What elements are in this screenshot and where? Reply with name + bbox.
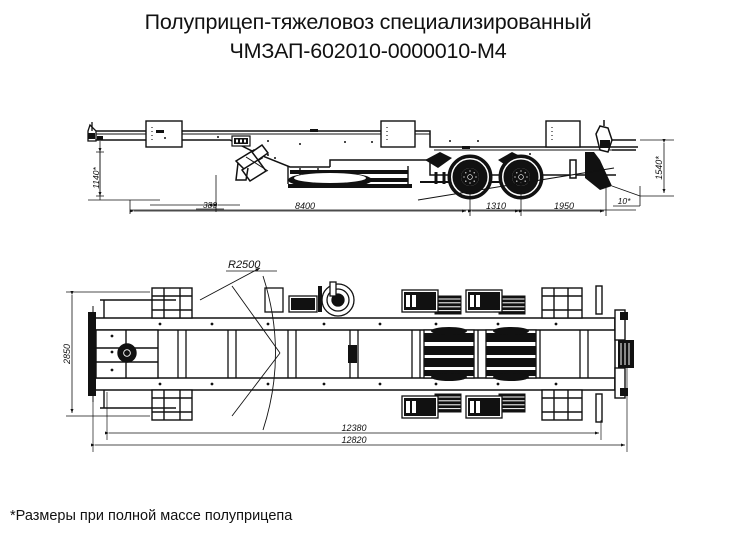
plan-view-dimensions: R2500 2850 12380 12820: [62, 259, 628, 452]
title-line-2: ЧМЗАП-602010-0000010-М4: [229, 39, 507, 63]
dim-axle-spacing: 1310: [486, 201, 506, 211]
title-line-1: Полуприцеп-тяжеловоз специализированный: [144, 10, 592, 34]
plan-axle-group-upper: [401, 289, 526, 315]
dim-height-rear: 1540*: [654, 156, 664, 180]
dim-rear-overhang: 1950: [554, 201, 574, 211]
side-view: [87, 120, 638, 201]
side-control-box: [231, 135, 251, 147]
footnote-text: *Размеры при полной массе полуприцепа: [10, 508, 293, 524]
side-upper-box-rear: [545, 120, 581, 148]
side-support-leg: [145, 120, 183, 148]
side-ramp-linkage: [234, 143, 270, 183]
plan-view: [88, 281, 634, 423]
dim-radius: R2500: [228, 259, 261, 271]
plan-outrigger-front-upper: [151, 287, 193, 319]
dim-length-inner: 12380: [341, 423, 366, 433]
plan-outrigger-rear-upper: [541, 287, 583, 319]
plan-outrigger-front-lower: [151, 389, 193, 421]
plan-front-plate: [88, 306, 159, 402]
dim-length-outer: 12820: [341, 435, 366, 445]
side-view-dimensions: 1140* 380 8400 1310 1950: [88, 139, 674, 216]
side-gooseneck-nose: [87, 122, 103, 142]
plan-axle-group-lower: [401, 393, 526, 419]
plan-outrigger-rear-lower: [541, 389, 583, 421]
dim-height-front: 1140*: [91, 167, 101, 189]
dim-ramp-angle: 10*: [618, 196, 631, 206]
dim-ground-clearance: 380: [203, 200, 217, 210]
plan-side-rails: [100, 299, 176, 409]
plan-rear-fittings: [595, 285, 634, 423]
dim-front-to-axle: 8400: [295, 201, 315, 211]
side-ramp-angle-line: [417, 167, 615, 201]
side-upper-box-mid: [380, 120, 416, 148]
plan-rivets: [110, 322, 558, 386]
side-underframe: [287, 166, 412, 188]
page-title: Полуприцеп-тяжеловоз специализированный …: [0, 8, 736, 66]
plan-axle-group-inner: [423, 327, 537, 381]
dim-width: 2850: [62, 344, 72, 365]
plan-equipment: [264, 281, 355, 317]
